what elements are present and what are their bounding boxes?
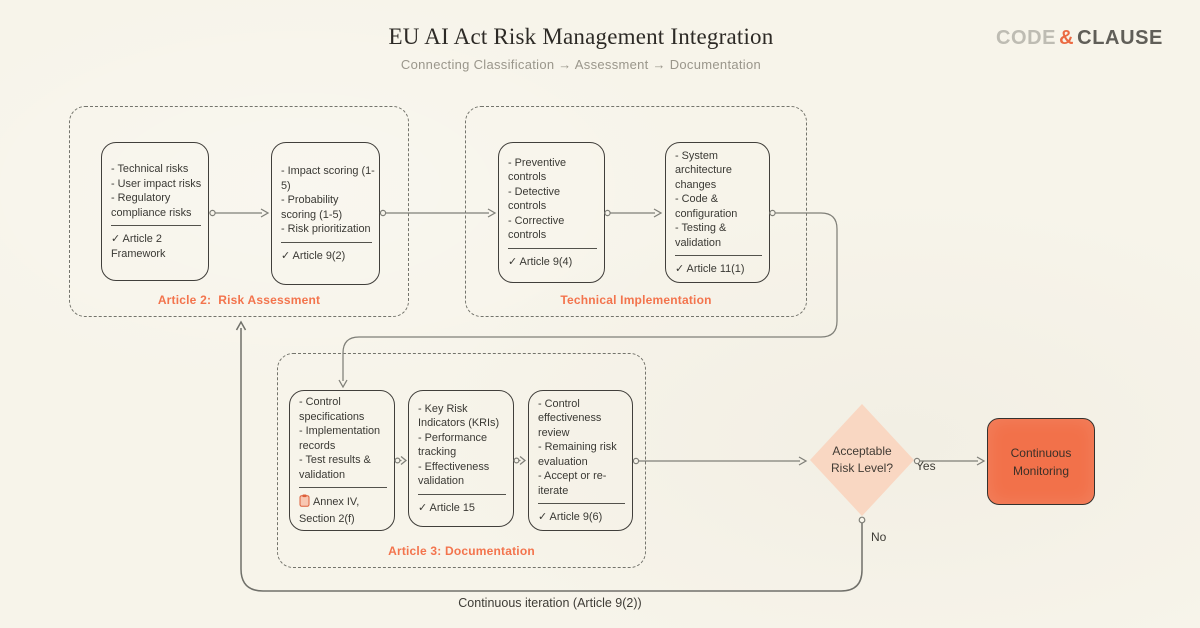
node-line: - Control effectiveness review bbox=[538, 397, 602, 439]
node-line: - Technical risks bbox=[111, 163, 189, 175]
node-risk-categories: - Technical risks - User impact risks - … bbox=[101, 142, 209, 281]
brand-word-code: CODE bbox=[995, 27, 1057, 49]
page-title: EU AI Act Risk Management Integration bbox=[388, 24, 774, 49]
node-footer: ✓ Article 2 Framework bbox=[111, 233, 166, 260]
node-line: - Code & configuration bbox=[675, 193, 738, 220]
node-documentation-records: - Control specifications - Implementatio… bbox=[289, 390, 395, 531]
node-footer: ✓ Article 15 bbox=[418, 501, 475, 514]
divider bbox=[418, 493, 506, 495]
divider bbox=[675, 255, 762, 256]
node-line: - Impact scoring (1-5) bbox=[281, 165, 375, 192]
node-line: - User impact risks bbox=[111, 177, 202, 190]
group-label-risk-assessment: Article 2: Risk Assessment bbox=[157, 293, 321, 307]
node-monitoring-kris: - Key Risk Indicators (KRIs) - Performan… bbox=[408, 390, 514, 527]
node-line: - Risk prioritization bbox=[281, 223, 371, 235]
group-label-documentation: Article 3: Documentation bbox=[388, 544, 535, 558]
node-line: - Accept or re-iterate bbox=[538, 470, 607, 497]
node-line: - Regulatory compliance risks bbox=[111, 192, 192, 219]
node-line: - Remaining risk evaluation bbox=[538, 441, 617, 468]
node-footer: ✓ Article 9(2) bbox=[281, 249, 346, 262]
group-risk-assessment: Article 2: Risk Assessment bbox=[69, 106, 409, 317]
node-line: - Probability scoring (1-5) bbox=[281, 194, 343, 221]
edge-review-to-decision bbox=[632, 456, 808, 466]
node-footer: Annex IV, Section 2(f) bbox=[299, 494, 390, 526]
edge-label-yes: Yes bbox=[916, 459, 936, 473]
node-line: - Effectiveness validation bbox=[418, 460, 490, 488]
node-footer: ✓ Article 9(6) bbox=[538, 511, 603, 523]
node-line: - Preventive controls bbox=[508, 156, 567, 184]
terminal-continuous-monitoring: Continuous Monitoring bbox=[987, 418, 1095, 505]
decision-acceptable-risk: Acceptable Risk Level? bbox=[810, 404, 914, 516]
node-effectiveness-review: - Control effectiveness review - Remaini… bbox=[528, 390, 633, 531]
node-risk-scoring: - Impact scoring (1-5) - Probability sco… bbox=[271, 142, 380, 285]
divider bbox=[508, 247, 597, 249]
node-footer: ✓ Article 9(4) bbox=[508, 255, 573, 268]
edge-label-no: No bbox=[871, 530, 887, 544]
divider bbox=[538, 503, 625, 504]
node-implementation-changes: - System architecture changes - Code & c… bbox=[665, 142, 770, 283]
decision-label: Acceptable Risk Level? bbox=[830, 443, 894, 475]
edge-label-continuous-iteration: Continuous iteration (Article 9(2)) bbox=[458, 596, 642, 610]
divider bbox=[281, 241, 372, 243]
node-line: - Corrective controls bbox=[508, 214, 565, 242]
brand-logo: CODE&CLAUSE bbox=[996, 27, 1163, 50]
group-label-technical-implementation: Technical Implementation bbox=[560, 293, 712, 307]
page-subtitle: Connecting Classification → Assessment →… bbox=[400, 57, 762, 72]
node-line: - Performance tracking bbox=[418, 431, 487, 459]
node-line: - Key Risk Indicators (KRIs) bbox=[418, 402, 500, 430]
node-line: - Test results & validation bbox=[299, 454, 371, 481]
node-line: - Testing & validation bbox=[675, 222, 727, 249]
brand-ampersand: & bbox=[1059, 27, 1075, 49]
node-line: - Implementation records bbox=[299, 425, 381, 452]
brand-word-clause: CLAUSE bbox=[1077, 27, 1163, 49]
divider bbox=[299, 487, 387, 488]
node-control-types: - Preventive controls - Detective contro… bbox=[498, 142, 605, 283]
clipboard-icon bbox=[299, 494, 310, 512]
terminal-label: Continuous Monitoring bbox=[1010, 445, 1072, 478]
header: EU AI Act Risk Management Integration Co… bbox=[281, 24, 881, 72]
node-footer: ✓ Article 11(1) bbox=[675, 263, 745, 275]
node-line: - Control specifications bbox=[299, 396, 365, 423]
node-line: - Detective controls bbox=[508, 185, 561, 213]
divider bbox=[111, 225, 201, 226]
node-line: - System architecture changes bbox=[675, 149, 732, 191]
